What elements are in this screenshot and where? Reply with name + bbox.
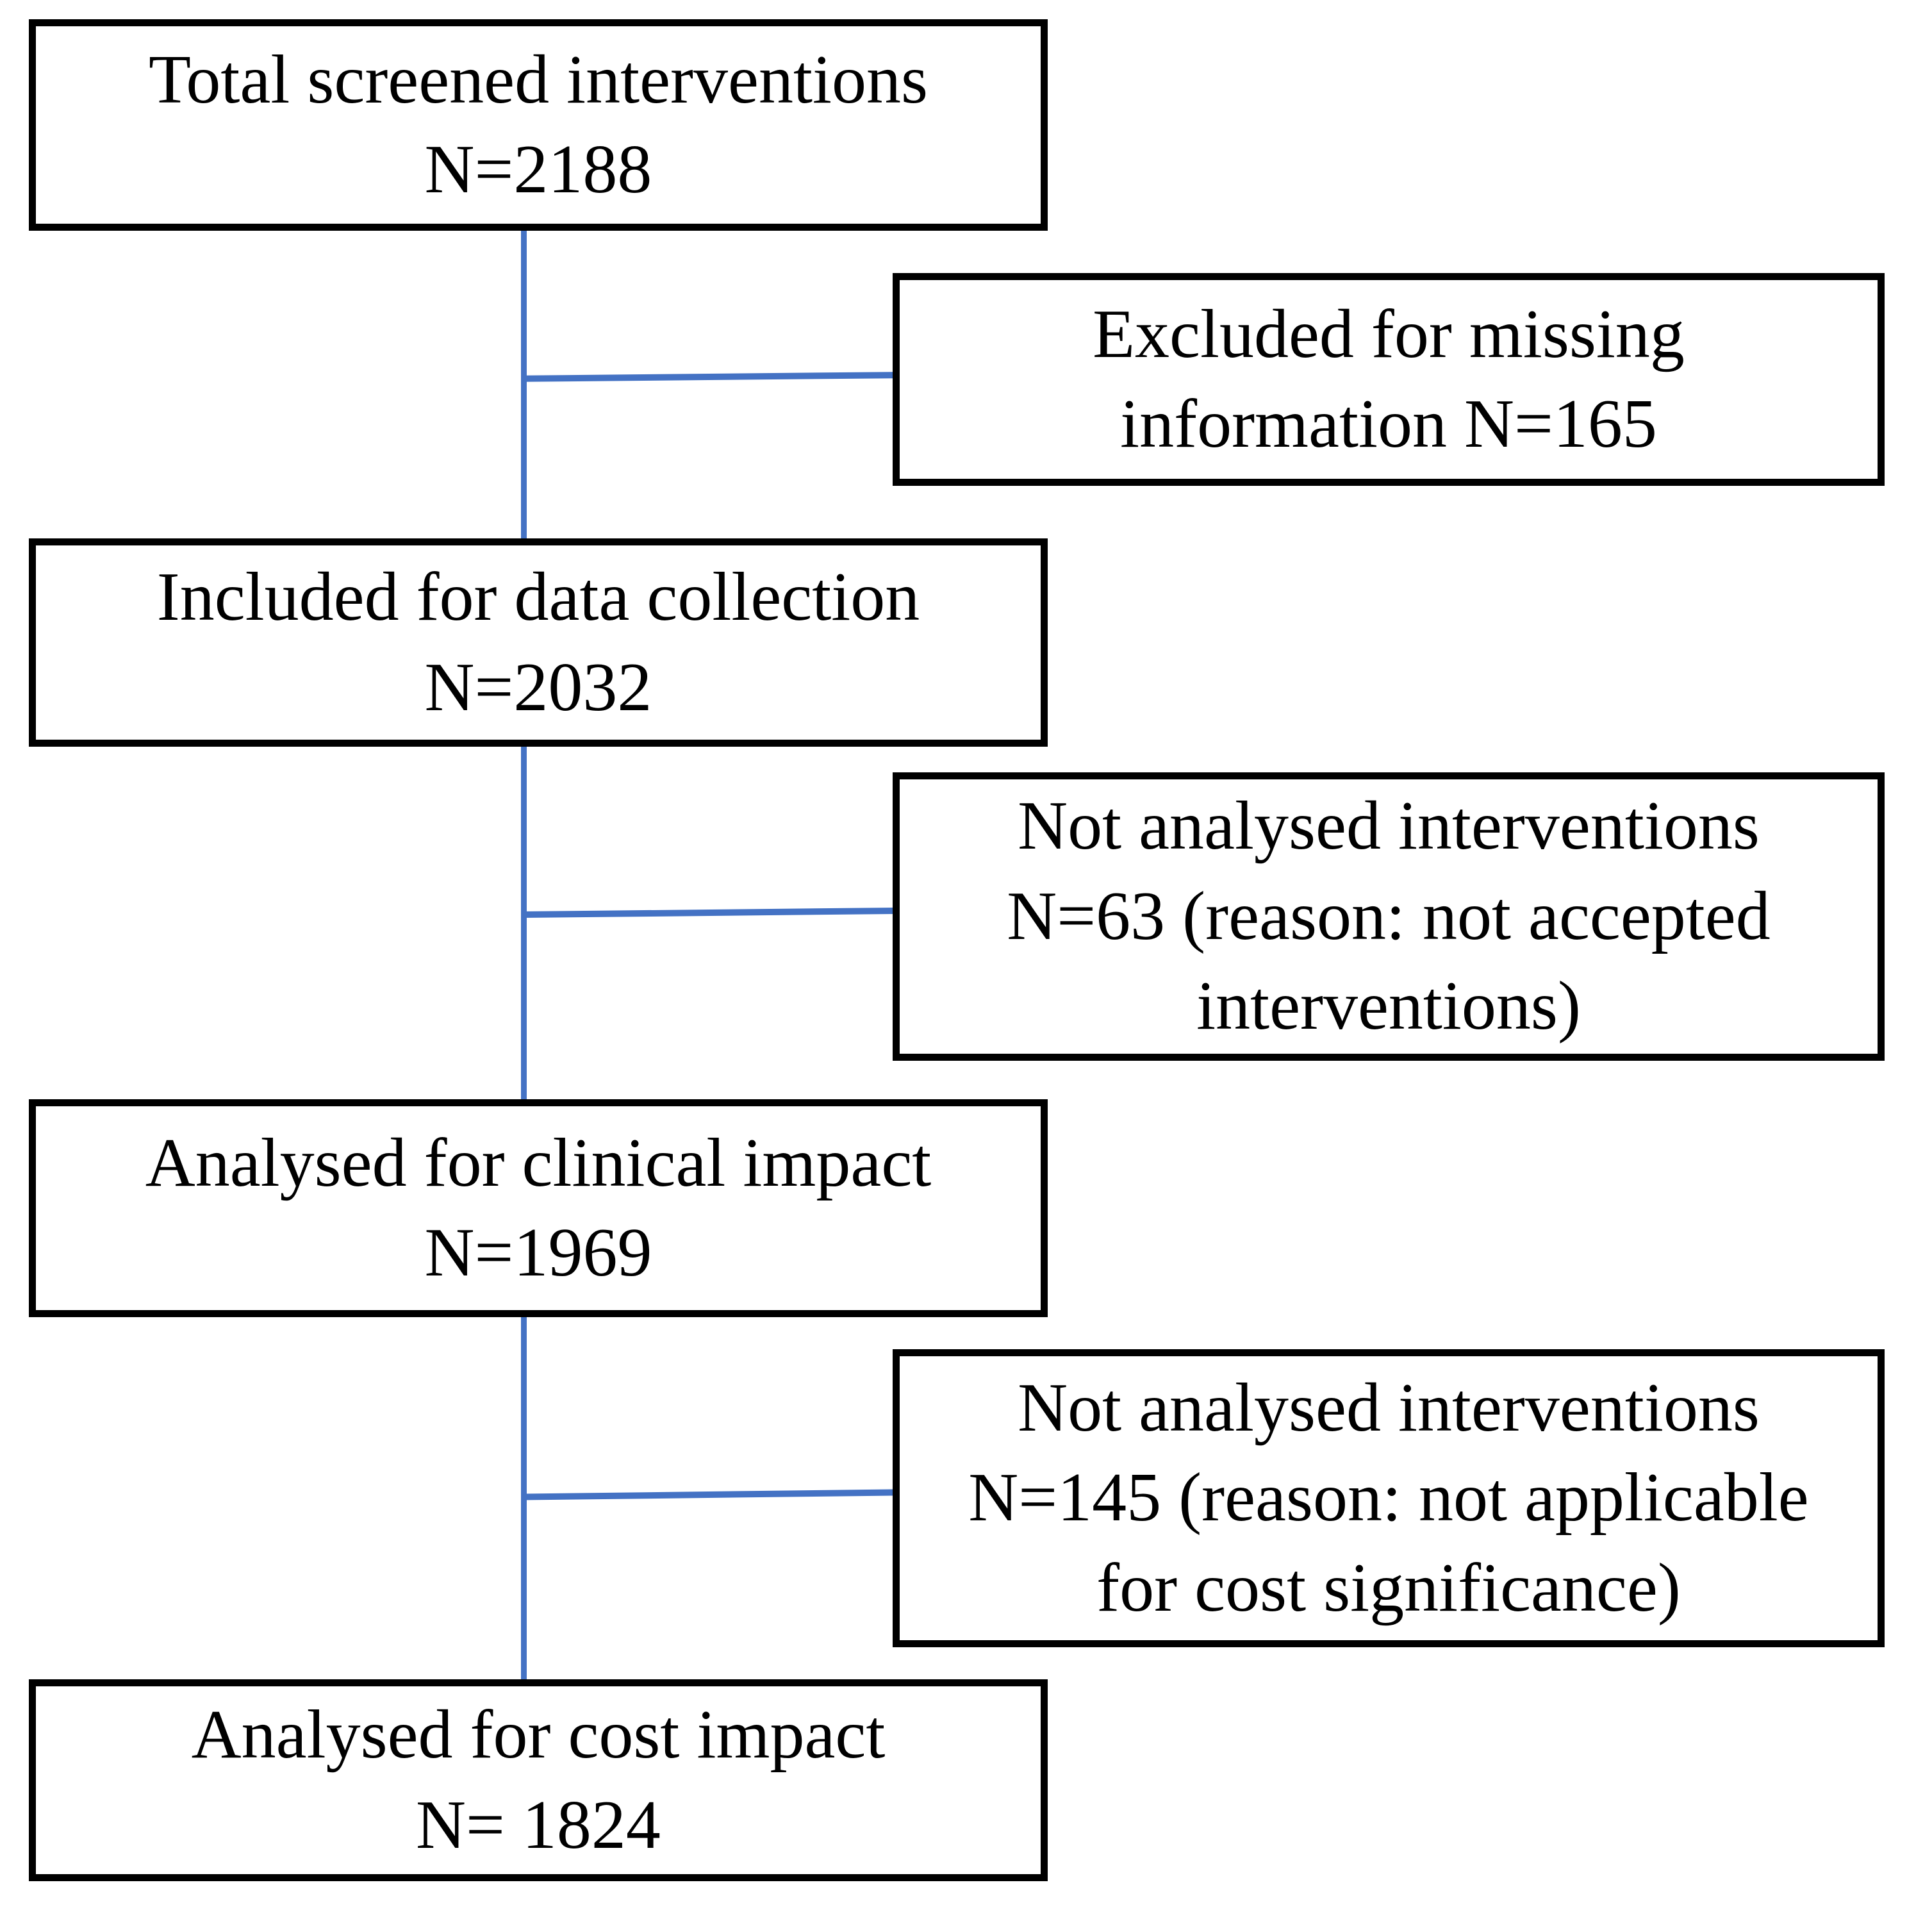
flow-box-included-data-collection: Included for data collection N=2032: [29, 538, 1048, 747]
connector-branch-not-analysed-63: [524, 907, 895, 918]
flow-box-total-screened: Total screened interventions N=2188: [29, 19, 1048, 231]
flow-box-analysed-cost-impact: Analysed for cost impact N= 1824: [29, 1679, 1048, 1881]
connector-branch-not-analysed-145: [524, 1489, 895, 1500]
connector-branch-excluded-missing: [524, 372, 895, 382]
connector-vertical-clinical-to-cost: [521, 1316, 527, 1681]
flow-box-analysed-clinical-impact: Analysed for clinical impact N=1969: [29, 1099, 1048, 1317]
flow-box-not-analysed-not-applicable: Not analysed interventions N=145 (reason…: [893, 1349, 1885, 1647]
connector-vertical-included-to-clinical: [521, 745, 527, 1101]
flow-box-excluded-missing-information: Excluded for missing information N=165: [893, 273, 1885, 486]
connector-vertical-screened-to-included: [521, 231, 527, 540]
flow-box-not-analysed-not-accepted: Not analysed interventions N=63 (reason:…: [893, 772, 1885, 1061]
